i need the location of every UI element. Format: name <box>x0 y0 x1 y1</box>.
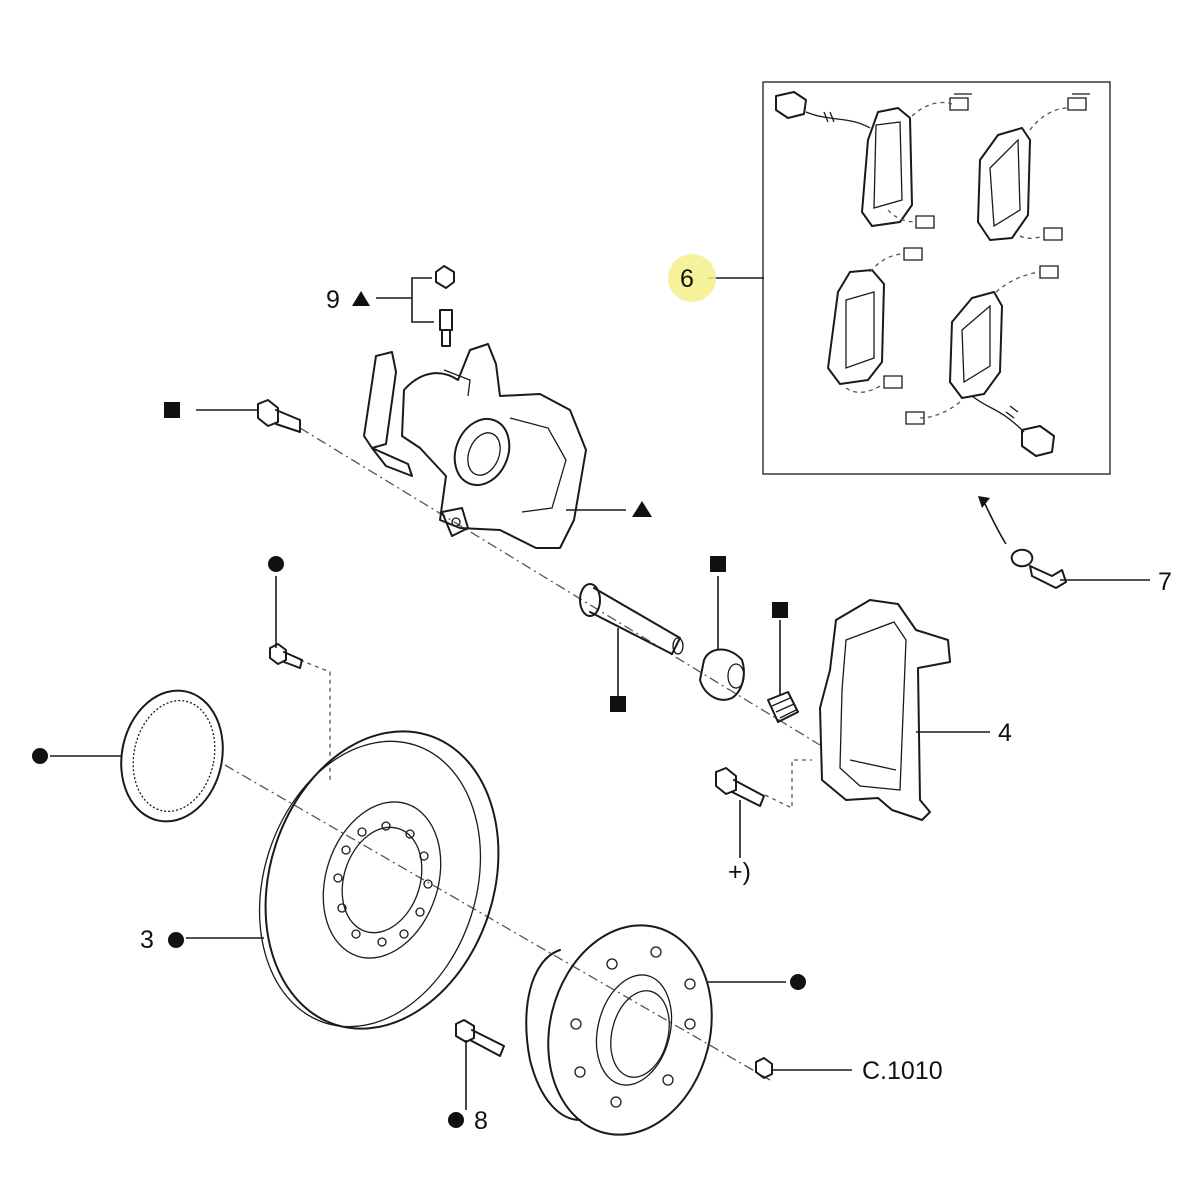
circle-marker <box>268 556 284 572</box>
triangle-marker <box>352 291 370 306</box>
circle-marker <box>448 1112 464 1128</box>
wheel-stud[interactable] <box>455 1019 505 1057</box>
label-ref-c1010: C.1010 <box>862 1057 943 1085</box>
pad-clips <box>883 93 1090 425</box>
carrier-bolt[interactable] <box>715 767 765 858</box>
symbol-markers <box>32 291 806 1128</box>
brake-pad-bottom-right <box>949 291 1003 399</box>
callout-labels: 9 6 7 4 +) 3 8 C.1010 <box>140 265 1172 1135</box>
brake-pad-set-frame[interactable] <box>762 81 1111 475</box>
bleed-screw[interactable] <box>376 265 455 347</box>
label-item-8: 8 <box>474 1107 488 1135</box>
hub-screw[interactable] <box>755 1057 773 1079</box>
brake-disc[interactable] <box>224 701 535 1059</box>
brake-caliper[interactable] <box>363 343 587 549</box>
hub-stud-holes <box>570 946 696 1108</box>
circle-marker <box>32 748 48 764</box>
brake-pad-bottom-left <box>827 269 885 385</box>
highlight-marker <box>668 254 716 302</box>
abs-ring-screw[interactable] <box>269 643 303 669</box>
disc-bolt-holes <box>333 821 433 947</box>
caliper-bolt-top[interactable] <box>257 399 301 433</box>
label-item-7: 7 <box>1158 568 1172 596</box>
square-marker <box>610 696 626 712</box>
assembly-axis-lines <box>224 427 821 1081</box>
wear-sensor-part[interactable] <box>978 496 1067 589</box>
triangle-marker <box>632 501 652 517</box>
label-item-4: 4 <box>998 719 1012 747</box>
wear-sensor-wires <box>775 91 1055 457</box>
guide-pin[interactable] <box>579 583 684 655</box>
square-marker <box>164 402 180 418</box>
label-item-6: 6 <box>680 265 694 293</box>
brake-pad-top-left <box>861 107 913 227</box>
leader-lines <box>50 277 1150 1110</box>
circle-marker <box>790 974 806 990</box>
square-marker <box>772 602 788 618</box>
label-item-9: 9 <box>326 286 340 314</box>
circle-marker <box>168 932 184 948</box>
guide-bush[interactable] <box>699 648 745 701</box>
assembly-arrows <box>845 101 1069 419</box>
brake-pad-top-right <box>977 127 1031 241</box>
caliper-carrier[interactable] <box>819 599 951 821</box>
wheel-hub[interactable] <box>525 908 733 1152</box>
square-marker <box>710 556 726 572</box>
label-item-3: 3 <box>140 926 154 954</box>
bolt-spring[interactable] <box>767 691 799 723</box>
abs-tone-ring[interactable] <box>109 681 234 831</box>
label-note-plus: +) <box>728 858 751 886</box>
